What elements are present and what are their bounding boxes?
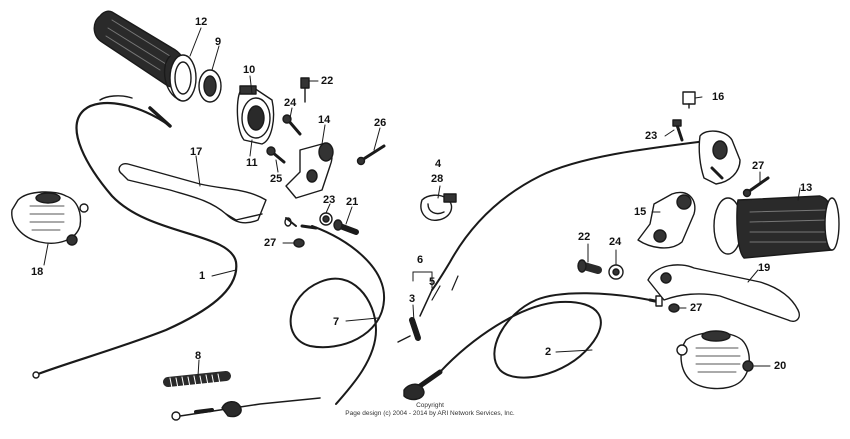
throttle-grip — [93, 10, 222, 103]
clutch-cable — [32, 95, 238, 379]
callout-27-right: 27 — [690, 302, 703, 314]
callout-27-left: 27 — [264, 237, 277, 249]
throttle-housing — [236, 85, 275, 145]
callout-18: 18 — [31, 266, 44, 278]
callout-24-lower: 25 — [270, 173, 283, 185]
lever-bracket-left — [285, 142, 334, 199]
cable-clamp — [420, 193, 457, 221]
callout-10: 10 — [243, 64, 256, 76]
callout-16: 16 — [712, 91, 725, 103]
callout-13: 13 — [800, 182, 813, 194]
callout-23-left: 23 — [323, 194, 336, 206]
callout-9: 9 — [215, 36, 222, 48]
callout-26: 27 — [752, 160, 765, 172]
callout-19: 19 — [758, 262, 771, 274]
callout-3: 3 — [409, 293, 416, 305]
callout-24-upper: 24 — [284, 97, 297, 109]
callout-23-right: 24 — [609, 236, 622, 248]
switch-housing-right — [672, 91, 741, 185]
callout-21-right: 22 — [578, 231, 591, 243]
housing-screws — [266, 77, 310, 164]
callout-12: 12 — [195, 16, 208, 28]
callout-5: 5 — [429, 276, 436, 288]
brake-lever — [647, 264, 800, 322]
bolt-26 — [742, 176, 770, 198]
callout-22-right: 23 — [645, 130, 658, 142]
callout-2: 2 — [545, 346, 552, 358]
callout-1: 1 — [199, 270, 206, 282]
callout-28: 28 — [431, 173, 444, 185]
callout-15: 15 — [634, 206, 647, 218]
master-cylinder-right — [676, 330, 754, 390]
callout-14: 14 — [318, 114, 331, 126]
right-grip — [713, 195, 840, 259]
callout-22-left: 22 — [321, 75, 334, 87]
cable-2 — [403, 292, 663, 401]
callout-20: 20 — [774, 360, 787, 372]
copyright-line-1: Copyright — [416, 402, 444, 409]
callout-17: 17 — [190, 146, 203, 158]
clutch-lever — [118, 162, 267, 224]
callout-21-left: 21 — [346, 196, 359, 208]
long-cable-right — [397, 139, 715, 343]
bolt-25 — [356, 144, 386, 166]
callout-6: 6 — [417, 254, 424, 266]
cable-7 — [289, 224, 386, 405]
callout-7: 7 — [333, 316, 340, 328]
callout-25: 26 — [374, 117, 387, 129]
callout-4: 4 — [435, 158, 442, 170]
small-parts-left — [284, 212, 359, 248]
leader-lines — [43, 27, 801, 377]
callout-11: 11 — [246, 157, 258, 169]
spring — [163, 371, 231, 389]
master-cylinder-left — [11, 191, 89, 246]
cable-fittings-bottom — [171, 397, 321, 421]
lever-bracket-right — [637, 191, 696, 249]
copyright-line-2: Page design (c) 2004 - 2014 by ARI Netwo… — [345, 410, 515, 417]
callout-8: 8 — [195, 350, 202, 362]
small-parts-right — [577, 259, 680, 313]
